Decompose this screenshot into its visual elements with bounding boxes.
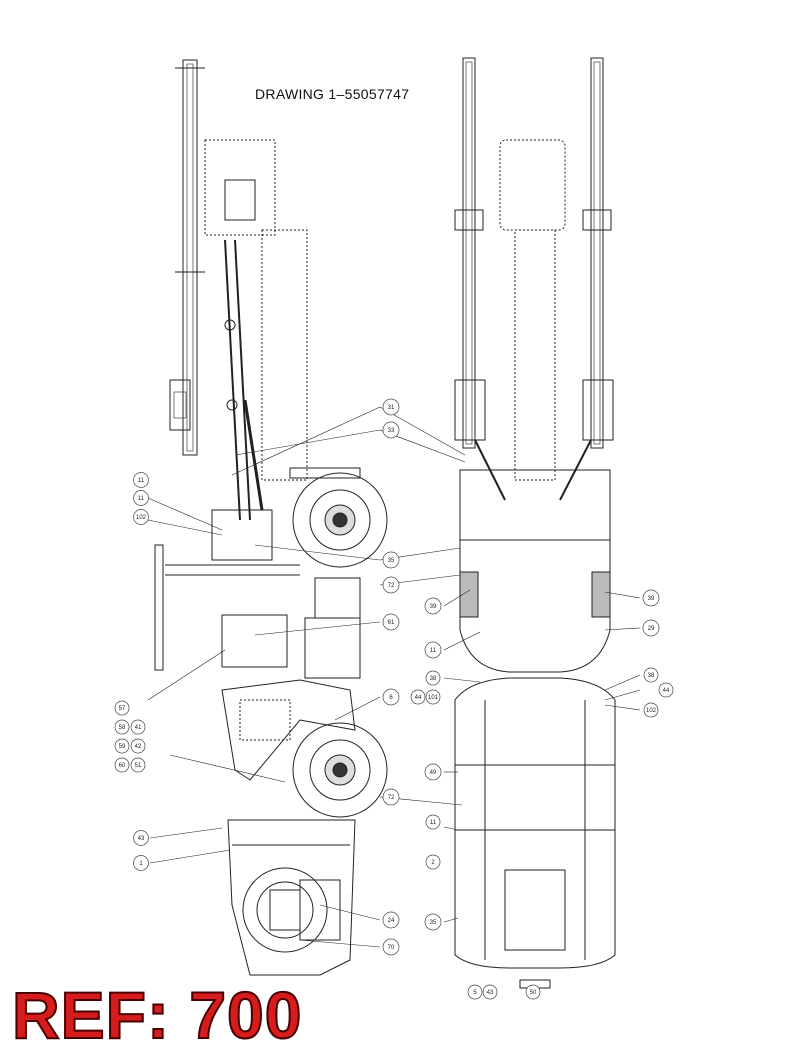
callout-label: 6	[389, 695, 393, 701]
callout-balloon: 5	[467, 984, 483, 1000]
callout-label: 38	[648, 673, 655, 679]
callout-balloon: 38	[643, 667, 659, 683]
callout-balloon: 35	[382, 551, 400, 569]
callout-label: 60	[119, 763, 126, 769]
callout-label: 11	[430, 820, 437, 826]
callout-balloon: 61	[382, 613, 400, 631]
callout-balloon: 57	[114, 700, 130, 716]
callout-balloon: 101	[425, 689, 441, 705]
callout-balloon: 44	[410, 689, 426, 705]
side-view-mast	[169, 59, 205, 456]
callout-label: 102	[646, 708, 657, 714]
side-view-boom	[204, 139, 308, 521]
top-view-front-carrier	[459, 469, 611, 673]
top-view-feed-beam	[499, 139, 566, 481]
callout-label: 42	[135, 744, 142, 750]
callout-label: 41	[135, 725, 142, 731]
callout-balloon: 2	[425, 854, 441, 870]
callout-label: 1	[139, 861, 143, 867]
callout-balloon: 11	[133, 490, 149, 506]
callout-balloon: 6	[382, 688, 400, 706]
side-view-front-axle	[154, 467, 388, 671]
callout-balloon: 70	[382, 938, 400, 956]
callout-label: 33	[388, 428, 395, 434]
callout-label: 61	[388, 620, 395, 626]
callout-balloon: 31	[382, 398, 400, 416]
callout-balloon: 60	[114, 757, 130, 773]
reference-label: REF: 700	[11, 978, 303, 1052]
callout-label: 39	[430, 604, 437, 610]
callout-label: 11	[138, 496, 145, 502]
callout-balloon: 72	[382, 576, 400, 594]
callout-balloon: 11	[424, 641, 442, 659]
callout-balloon: 43	[482, 984, 498, 1000]
callout-balloon: 41	[130, 719, 146, 735]
callout-label: 44	[663, 688, 670, 694]
callout-balloon: 72	[382, 788, 400, 806]
callout-balloon: 33	[382, 421, 400, 439]
callout-label: 5	[473, 990, 477, 996]
top-view-rear-carrier	[454, 677, 616, 989]
callout-balloon: 35	[424, 913, 442, 931]
callout-label: 35	[430, 920, 437, 926]
callout-label: 59	[119, 744, 126, 750]
callout-label: 101	[428, 695, 439, 701]
callout-label: 11	[430, 648, 437, 654]
side-view-rear-axle	[292, 722, 388, 818]
callout-balloon: 42	[130, 738, 146, 754]
top-view-left-boom	[454, 57, 506, 501]
side-view-engine-section	[227, 819, 356, 976]
callout-label: 72	[388, 583, 395, 589]
callout-label: 38	[430, 676, 437, 682]
callout-balloon: 58	[114, 719, 130, 735]
callout-balloon: 24	[382, 911, 400, 929]
callout-balloon: 102	[643, 702, 659, 718]
callout-balloon: 11	[133, 472, 149, 488]
side-view-chassis	[221, 577, 361, 781]
callout-balloons: 11 11 102 57 58 59 60 41 42 51 43 1 31 3…	[114, 398, 674, 1000]
callout-label: 43	[138, 836, 145, 842]
callout-label: 39	[648, 596, 655, 602]
callout-label: 29	[648, 626, 655, 632]
callout-balloon: 1	[133, 855, 149, 871]
callout-label: 2	[431, 860, 435, 866]
callout-balloon: 49	[424, 763, 442, 781]
callout-label: 70	[388, 945, 395, 951]
callout-label: 72	[388, 795, 395, 801]
top-view-right-boom	[559, 57, 614, 501]
callout-label: 43	[487, 990, 494, 996]
callout-balloon: 38	[425, 670, 441, 686]
callout-label: 31	[388, 405, 395, 411]
callout-label: 50	[530, 990, 537, 996]
callout-balloon: 29	[642, 619, 660, 637]
callout-label: 44	[415, 695, 422, 701]
callout-label: 102	[136, 515, 147, 521]
callout-label: 11	[138, 478, 145, 484]
callout-label: 51	[135, 763, 142, 769]
callout-balloon: 11	[425, 814, 441, 830]
callout-balloon: 59	[114, 738, 130, 754]
callout-balloon: 50	[525, 984, 541, 1000]
drawing-title: DRAWING 1–55057747	[255, 86, 410, 102]
callout-label: 35	[388, 558, 395, 564]
callout-balloon: 44	[658, 682, 674, 698]
callout-balloon: 102	[133, 509, 149, 525]
callout-label: 58	[119, 725, 126, 731]
callout-balloon: 43	[133, 830, 149, 846]
callout-label: 24	[388, 918, 395, 924]
callout-balloon: 39	[424, 597, 442, 615]
callout-label: 49	[430, 770, 437, 776]
callout-balloon: 51	[130, 757, 146, 773]
callout-balloon: 39	[642, 589, 660, 607]
callout-label: 57	[119, 706, 126, 712]
